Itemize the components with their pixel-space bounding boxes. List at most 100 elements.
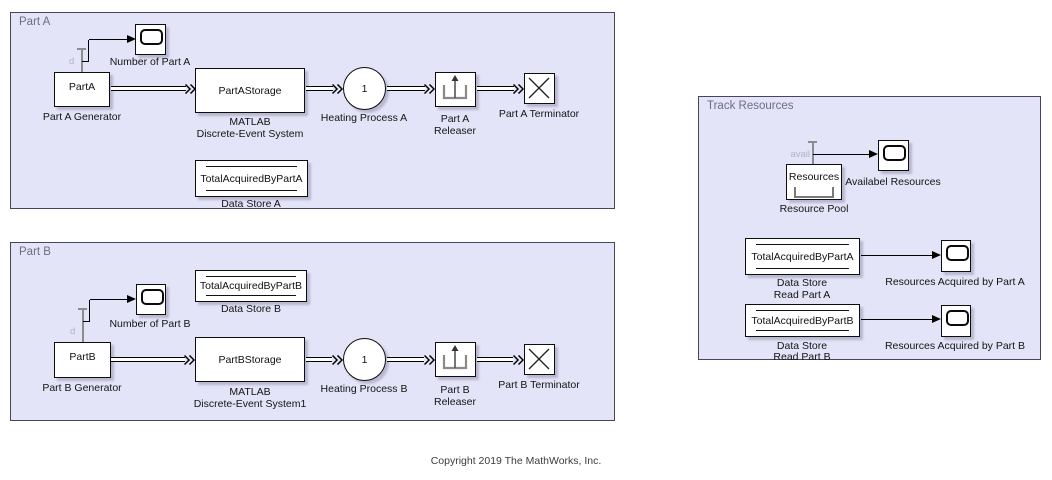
datastore-top-line [206,166,297,168]
entity-line[interactable] [387,86,425,91]
datastore-top-line [756,310,849,312]
area-part-b[interactable]: Part B [10,242,615,421]
data-store-b-label: Data Store B [220,303,282,315]
data-store-read-part-a-label-1: Data Store [776,277,828,289]
resource-pool-tray-icon [794,187,834,198]
data-store-read-part-b-label-1: Data Store [776,340,828,352]
part-b-generator-text: PartB [69,351,96,363]
part-a-storage-label-1: MATLAB [229,116,271,128]
area-part-a-title: Part A [19,16,51,28]
data-store-read-part-b-label-2: Read Part B [773,351,831,363]
entity-arrowhead [185,84,196,94]
releaser-icon [442,345,468,370]
part-b-generator-block[interactable]: PartB [54,342,111,378]
part-a-releaser-block[interactable] [435,72,476,107]
datastore-bottom-line [756,267,849,269]
part-a-releaser-label-2: Releaser [433,125,477,137]
signal-line[interactable] [861,319,932,321]
heating-process-b-block[interactable]: 1 [343,338,386,381]
resource-pool-label: Resource Pool [779,203,849,215]
signal-arrowhead [932,315,941,323]
scope-resources-acquired-part-b[interactable] [941,305,971,337]
scope-number-of-part-b-label: Number of Part B [109,318,191,330]
resource-pool-block[interactable]: Resources [786,164,842,200]
signal-line[interactable] [89,300,91,322]
part-a-terminator-label: Part A Terminator [498,108,580,120]
part-a-storage-block[interactable]: PartAStorage [195,68,305,113]
data-store-b-block[interactable]: TotalAcquiredByPartB [195,270,307,302]
scope-number-of-part-b[interactable] [136,284,166,315]
datastore-bottom-line [206,189,297,191]
signal-line[interactable] [813,154,869,156]
entity-arrowhead [332,84,343,94]
signal-arrowhead [869,150,878,158]
data-store-read-part-a-text: TotalAcquiredByPartA [751,250,854,263]
signal-arrowhead [127,295,136,303]
avail-port-cap [808,141,817,143]
scope-available-resources[interactable] [878,140,909,171]
data-store-b-text: TotalAcquiredByPartB [199,280,303,292]
scope-number-of-part-a-label: Number of Part A [109,56,191,68]
signal-arrowhead [932,251,941,259]
area-part-b-title: Part B [19,246,51,258]
d-port-label: d [69,56,75,67]
avail-port-label: avail [790,149,810,160]
signal-line[interactable] [83,321,90,323]
entity-line[interactable] [477,86,514,91]
scope-number-of-part-a[interactable] [135,24,166,55]
signal-line[interactable] [88,40,90,62]
heating-process-b-label: Heating Process B [320,383,408,395]
part-b-storage-label-1: MATLAB [229,386,271,398]
signal-line[interactable] [89,39,127,41]
scope-resources-acquired-part-b-label: Resources Acquired by Part B [884,340,1026,352]
scope-screen-icon [140,29,163,45]
entity-line[interactable] [477,357,513,362]
signal-arrowhead [127,35,136,43]
terminator-x-icon [528,348,550,370]
part-b-storage-block[interactable]: PartBStorage [195,337,305,382]
datastore-bottom-line [206,294,296,296]
resource-pool-text: Resources [788,171,840,183]
scope-screen-icon [946,310,969,326]
releaser-icon [442,75,468,100]
entity-arrowhead [184,355,195,365]
part-b-terminator-label: Part B Terminator [498,379,580,391]
heating-process-a-block[interactable]: 1 [343,67,386,110]
entity-line[interactable] [111,86,186,91]
entity-line[interactable] [306,357,332,362]
area-part-a[interactable]: Part A [10,12,615,209]
part-b-storage-label-2: Discrete-Event System1 [193,398,307,410]
d-port-cap [78,308,87,310]
d-port-label: d [70,326,76,337]
entity-arrowhead [513,355,524,365]
signal-line[interactable] [861,255,932,257]
signal-line[interactable] [82,61,89,63]
part-b-generator-label: Part B Generator [42,382,122,394]
part-a-generator-block[interactable]: PartA [54,72,110,107]
data-store-a-block[interactable]: TotalAcquiredByPartA [195,160,308,197]
signal-line[interactable] [90,299,127,301]
entity-arrowhead [513,84,524,94]
entity-arrowhead [424,355,435,365]
data-store-read-part-b-block[interactable]: TotalAcquiredByPartB [745,304,860,337]
data-store-read-part-a-block[interactable]: TotalAcquiredByPartA [745,238,860,275]
part-a-releaser-label-1: Part A [440,113,470,125]
scope-resources-acquired-part-a-label: Resources Acquired by Part A [885,276,1025,288]
area-track-resources-title: Track Resources [707,100,794,112]
part-a-storage-text: PartAStorage [218,84,282,97]
scope-resources-acquired-part-a[interactable] [941,240,971,272]
datastore-top-line [756,244,849,246]
data-store-read-part-b-text: TotalAcquiredByPartB [751,314,854,327]
part-a-terminator-block[interactable] [524,73,555,104]
part-b-releaser-label-2: Releaser [433,396,477,408]
d-port-stem [82,309,84,342]
entity-line[interactable] [306,86,333,91]
data-store-a-label: Data Store A [221,198,281,210]
data-store-a-text: TotalAcquiredByPartA [200,172,303,185]
entity-line[interactable] [387,357,424,362]
scope-screen-icon [883,145,906,161]
entity-line[interactable] [111,357,185,362]
part-b-releaser-block[interactable] [435,342,476,377]
part-b-terminator-block[interactable] [524,344,555,375]
